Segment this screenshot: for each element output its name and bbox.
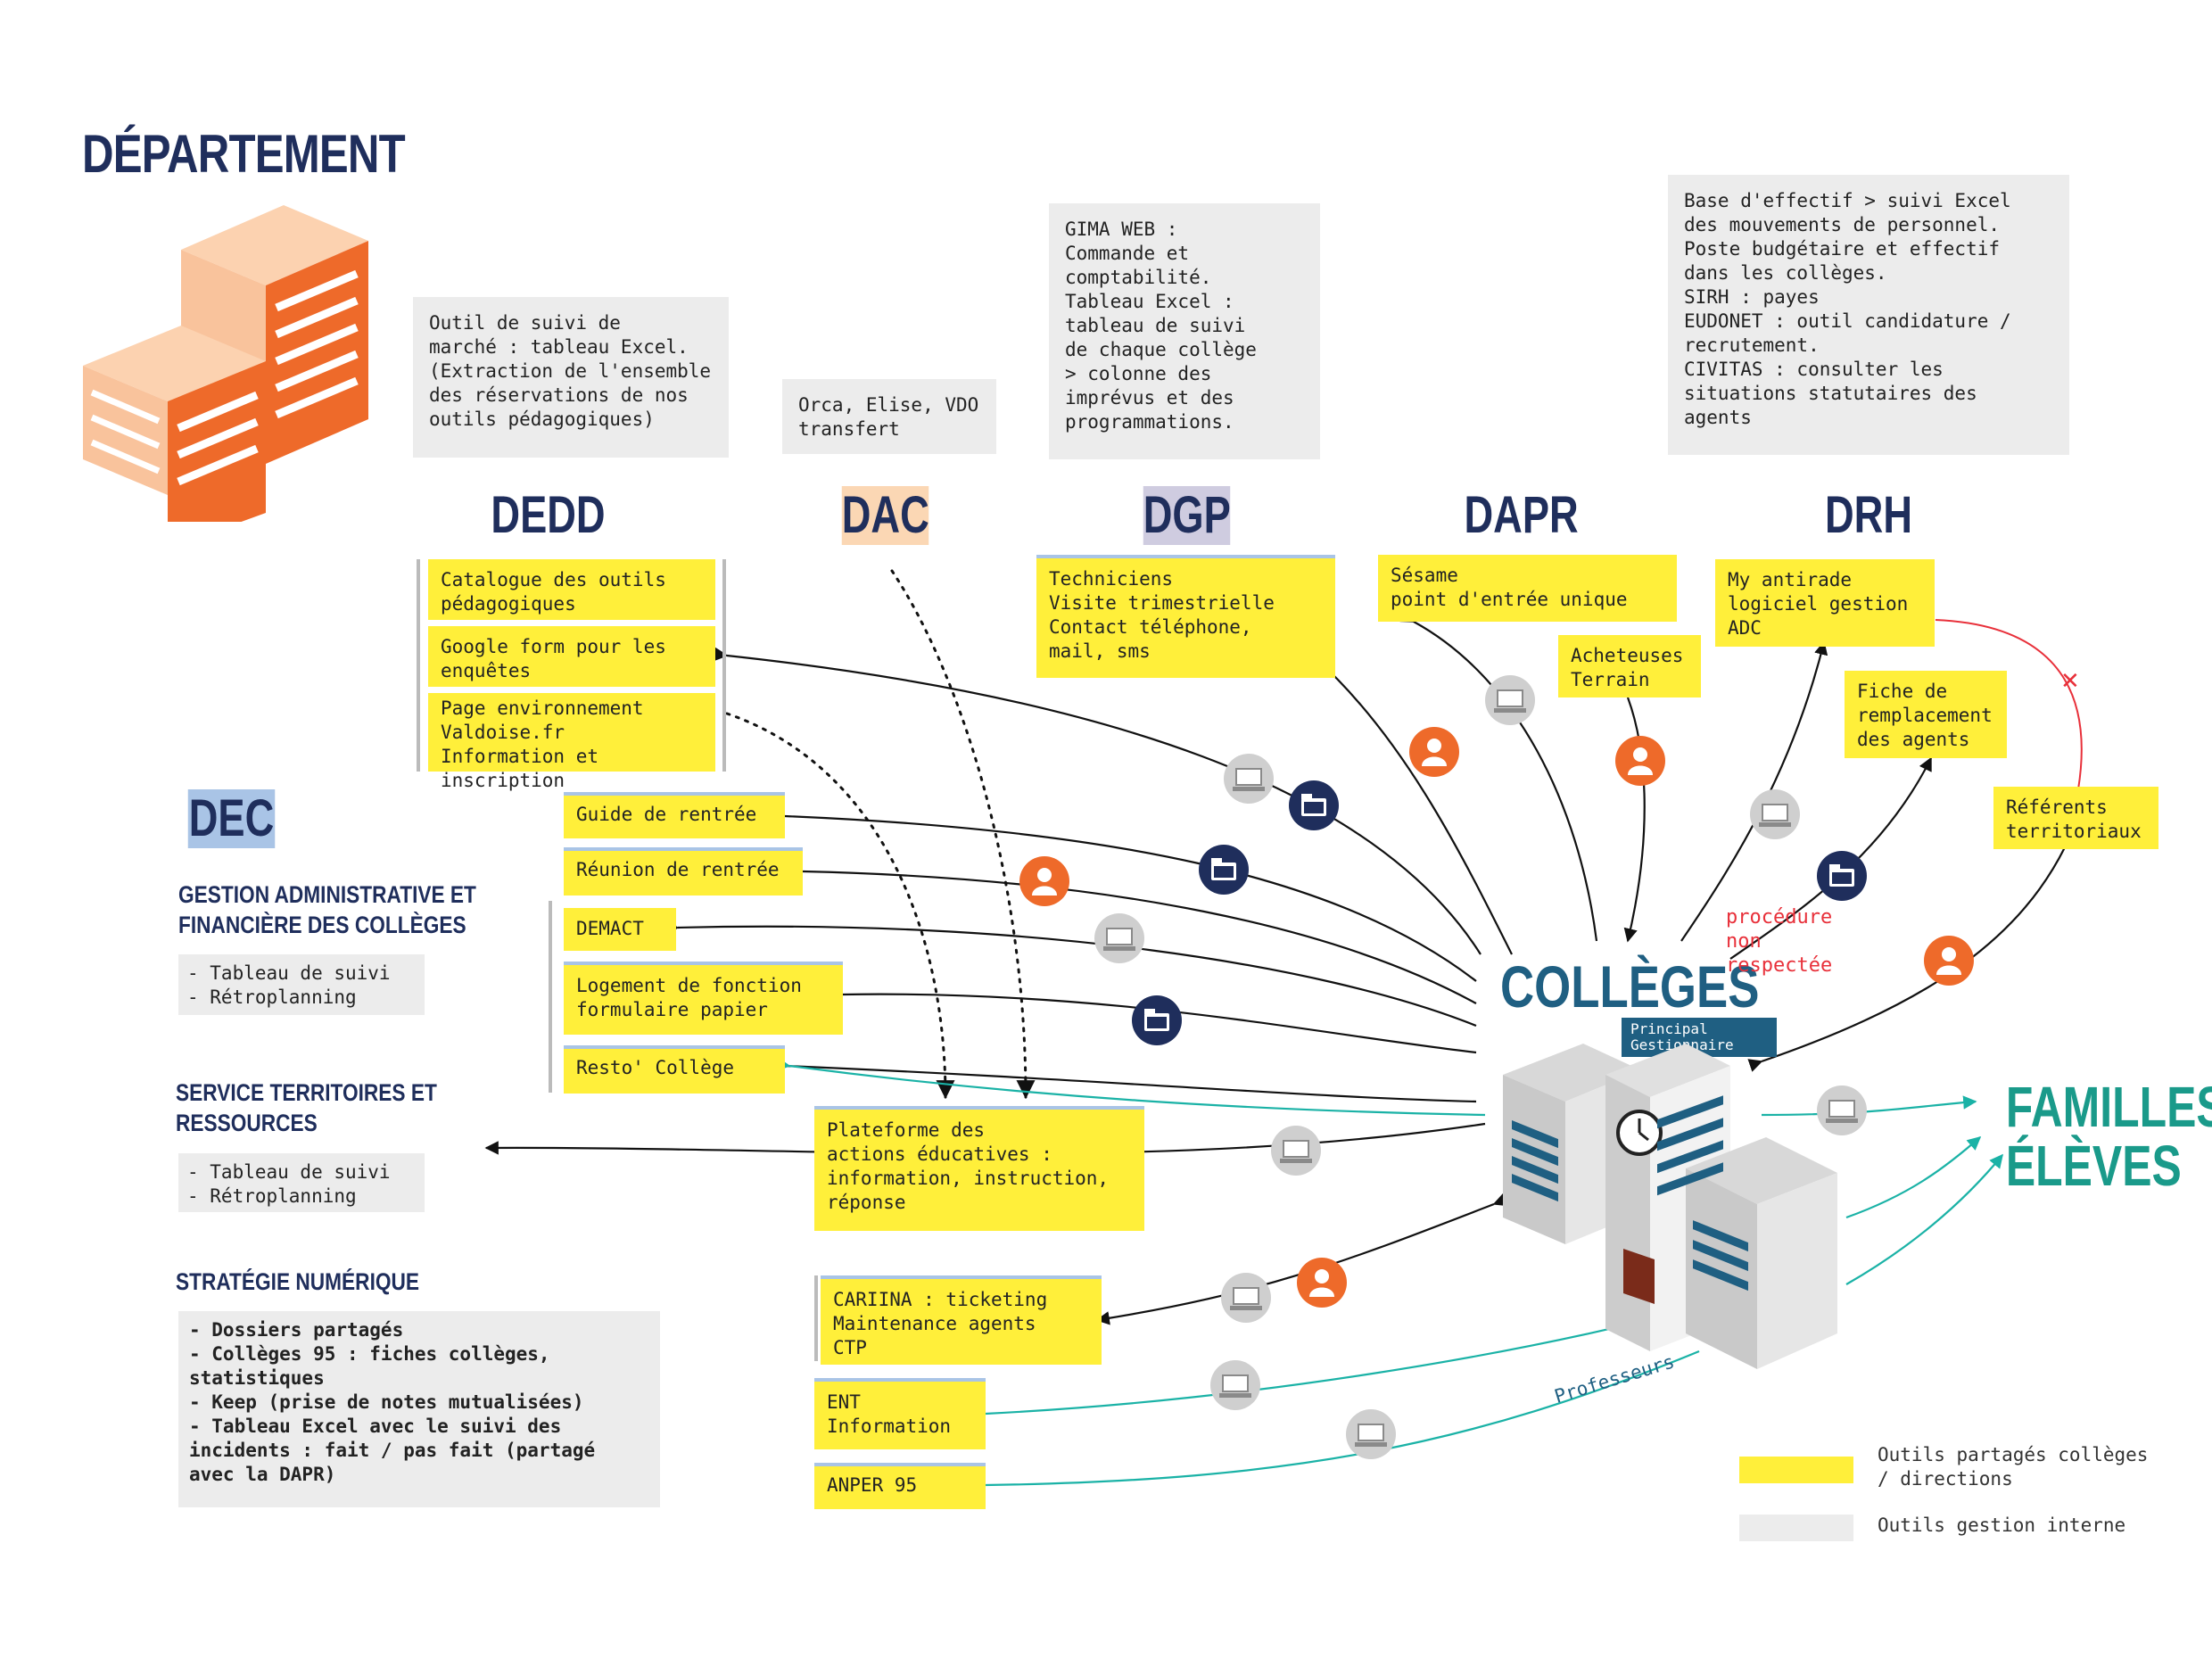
tool-guide-rentree: Guide de rentrée (564, 792, 785, 838)
note-dgp-gima: GIMA WEB : Commande et comptabilité. Tab… (1049, 203, 1320, 459)
tool-ent: ENT Information (814, 1378, 986, 1449)
note-drh-effectif: Base d'effectif > suivi Excel des mouvem… (1668, 175, 2069, 455)
tool-demact: DEMACT (564, 908, 676, 951)
tool-acheteuses: Acheteuses Terrain (1558, 635, 1701, 697)
folder-icon (1289, 780, 1339, 830)
direction-drh: DRH (1824, 486, 1913, 544)
tool-google-form: Google form pour les enquêtes (428, 626, 715, 687)
tool-anper: ANPER 95 (814, 1463, 986, 1509)
procedure-note: procédure non respectée (1726, 906, 1833, 977)
note-strategie: - Dossiers partagés - Collèges 95 : fich… (178, 1311, 660, 1507)
legend-label-interne: Outils gestion interne (1878, 1515, 2126, 1536)
note-dedd-marche: Outil de suivi de marché : tableau Excel… (413, 297, 729, 458)
person-icon (1019, 856, 1069, 906)
colleges-title: COLLÈGES (1500, 953, 1760, 1019)
tool-fiche-remplacement: Fiche de remplacement des agents (1845, 671, 2007, 758)
link-guide (784, 814, 1477, 982)
legend-swatch-interne (1739, 1515, 1853, 1541)
link-procedure-red (1935, 619, 2083, 790)
link-logement (830, 987, 1477, 1054)
link-reunion (802, 870, 1477, 1004)
tool-catalogue: Catalogue des outils pédagogiques (428, 559, 715, 620)
link-familles-3 (1845, 1153, 2003, 1285)
computer-icon (1209, 1359, 1261, 1411)
computer-icon (1094, 912, 1145, 964)
legend-swatch-partages (1739, 1457, 1853, 1483)
folder-icon (1132, 995, 1182, 1045)
direction-dec: DEC (187, 789, 276, 848)
link-resto-teal (776, 1057, 1486, 1117)
dedd-bracket (417, 559, 420, 772)
computer-icon (1223, 753, 1275, 805)
link-sesame (1399, 609, 1598, 942)
computer-icon (1345, 1408, 1397, 1460)
person-icon (1297, 1258, 1347, 1308)
person-icon (1409, 727, 1459, 777)
link-dgp (1315, 656, 1513, 955)
tool-resto-college: Resto' Collège (564, 1045, 785, 1094)
tool-logement: Logement de fonction formulaire papier (564, 962, 843, 1035)
note-service: - Tableau de suivi - Rétroplanning (178, 1153, 425, 1212)
note-gestion: - Tableau de suivi - Rétroplanning (178, 954, 425, 1015)
direction-dgp: DGP (1143, 486, 1231, 545)
direction-dedd: DEDD (491, 486, 606, 544)
red-cross: ✕ (2060, 668, 2080, 695)
link-acheteuses (1623, 697, 1646, 943)
computer-icon (1749, 788, 1801, 840)
computer-icon (1220, 1272, 1272, 1324)
link-demact (664, 920, 1477, 1028)
tool-page-environnement: Page environnement Valdoise.fr Informati… (428, 693, 715, 791)
person-icon (1615, 736, 1665, 786)
building-icon (83, 205, 368, 522)
eleves-label: ÉLÈVES (2005, 1134, 2182, 1198)
tool-plateforme: Plateforme des actions éducatives : info… (814, 1106, 1144, 1231)
section-service-title: SERVICE TERRITOIRES ET RESSOURCES (176, 1079, 437, 1136)
note-dac-tools: Orca, Elise, VDO transfert (782, 379, 996, 454)
dec-bracket (549, 901, 552, 1093)
link-dac-dotted-2 (725, 712, 955, 1100)
bottom-bracket (814, 1275, 818, 1361)
tool-cariina: CARIINA : ticketing Maintenance agents C… (821, 1275, 1102, 1365)
link-familles-1 (1761, 1095, 1977, 1117)
link-resto (784, 1064, 1477, 1103)
link-familles-2 (1845, 1135, 1982, 1219)
link-dedd-catalogue (714, 647, 1482, 955)
section-gestion-title: GESTION ADMINISTRATIVE ET FINANCIÈRE DES… (178, 881, 476, 938)
direction-dac: DAC (841, 486, 929, 545)
person-icon (1924, 936, 1974, 986)
link-dac-dotted-1 (890, 569, 1036, 1100)
direction-dapr: DAPR (1464, 486, 1579, 544)
computer-icon (1484, 674, 1536, 726)
computer-icon (1270, 1125, 1322, 1176)
college-building-icon (1503, 1044, 1837, 1369)
tool-referents: Référents territoriaux (1993, 787, 2158, 849)
page-title: DÉPARTEMENT (82, 124, 406, 184)
tool-my-antirade: My antirade logiciel gestion ADC (1715, 559, 1935, 647)
tool-techniciens: Techniciens Visite trimestrielle Contact… (1036, 555, 1335, 678)
section-strategie-title: STRATÉGIE NUMÉRIQUE (176, 1268, 420, 1295)
folder-icon (1817, 851, 1867, 901)
computer-icon (1816, 1085, 1868, 1136)
folder-icon (1199, 845, 1249, 895)
principal-badge: Principal Gestionnaire (1622, 1018, 1777, 1057)
dedd-bracket-right (722, 559, 726, 772)
tool-reunion-rentree: Réunion de rentrée (564, 847, 803, 896)
legend-label-partages: Outils partagés collèges / directions (1878, 1444, 2149, 1490)
tool-sesame: Sésame point d'entrée unique (1378, 555, 1677, 622)
